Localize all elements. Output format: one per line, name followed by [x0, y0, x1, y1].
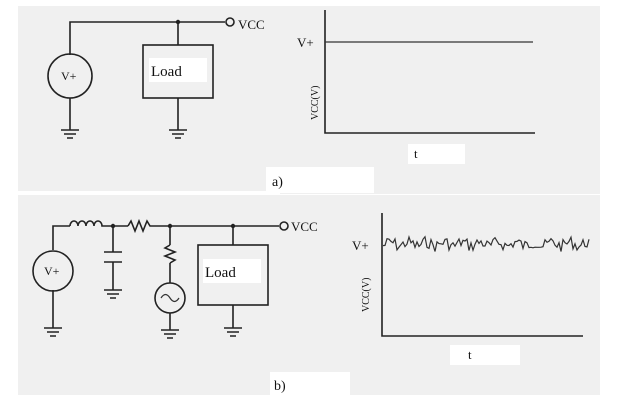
plot-b-ylabel: VCC(V): [361, 278, 372, 312]
ground-symbol-b3: [161, 329, 179, 339]
load-box-a: [142, 44, 214, 99]
source-label-a: V+: [61, 69, 77, 83]
branch-resistor-b: [162, 244, 178, 264]
voltage-source-b: [32, 250, 74, 292]
circuit-a-wire: [69, 21, 225, 130]
junction-b1: [110, 223, 116, 229]
ground-symbol-a2: [169, 129, 187, 139]
plot-a: V+ VCC(V) t: [297, 10, 535, 164]
vcc-label-a: VCC: [238, 17, 265, 32]
vcc-label-b: VCC: [291, 219, 318, 234]
caption-a-bg: [266, 167, 374, 193]
plot-b-axes: [381, 213, 583, 337]
vcc-terminal-a: [225, 17, 235, 27]
inductor-b: [69, 220, 104, 227]
junction-b2: [167, 223, 173, 229]
caption-b: b): [274, 379, 286, 394]
ground-symbol-b2: [104, 289, 122, 299]
load-label-bg-b: [203, 259, 261, 283]
plot-b-noise-trace: [382, 234, 590, 253]
ground-symbol-a1: [61, 129, 79, 139]
load-label-bg-a: [149, 58, 207, 82]
plot-a-xlabel-bg: [408, 144, 465, 164]
load-label-b: Load: [205, 265, 236, 281]
caption-a: a): [272, 175, 283, 190]
plot-b: V+ VCC(V) t: [352, 213, 590, 365]
plot-b-xlabel: t: [468, 347, 472, 362]
ac-noise-source-b: [154, 282, 186, 314]
plot-b-level-label: V+: [352, 238, 369, 253]
caption-b-bg: [270, 372, 350, 398]
panel-a-right: [280, 6, 600, 194]
source-label-b: V+: [44, 264, 60, 278]
junction-b3: [230, 223, 236, 229]
load-box-b: [197, 244, 269, 306]
vcc-terminal-b: [279, 221, 289, 231]
plot-a-axes: [324, 10, 535, 134]
junction-a: [175, 19, 181, 25]
circuit-a: VCC V+ Load: [47, 17, 265, 139]
series-resistor-b: [127, 218, 152, 234]
panel-b-left: [18, 195, 370, 395]
ground-symbol-b4: [224, 327, 242, 337]
plot-a-xlabel: t: [414, 146, 418, 161]
plot-b-xlabel-bg: [450, 345, 520, 365]
ground-symbol-b1: [44, 327, 62, 337]
plot-a-level-label: V+: [297, 35, 314, 50]
circuit-b: VCC V+ Load: [32, 218, 318, 339]
circuit-b-wire: [52, 225, 279, 330]
load-label-a: Load: [151, 64, 182, 80]
plot-a-ylabel: VCC(V): [310, 86, 321, 120]
capacitor-b: [104, 251, 122, 263]
sine-wave-icon: [160, 293, 180, 303]
voltage-source-a: [47, 53, 93, 99]
